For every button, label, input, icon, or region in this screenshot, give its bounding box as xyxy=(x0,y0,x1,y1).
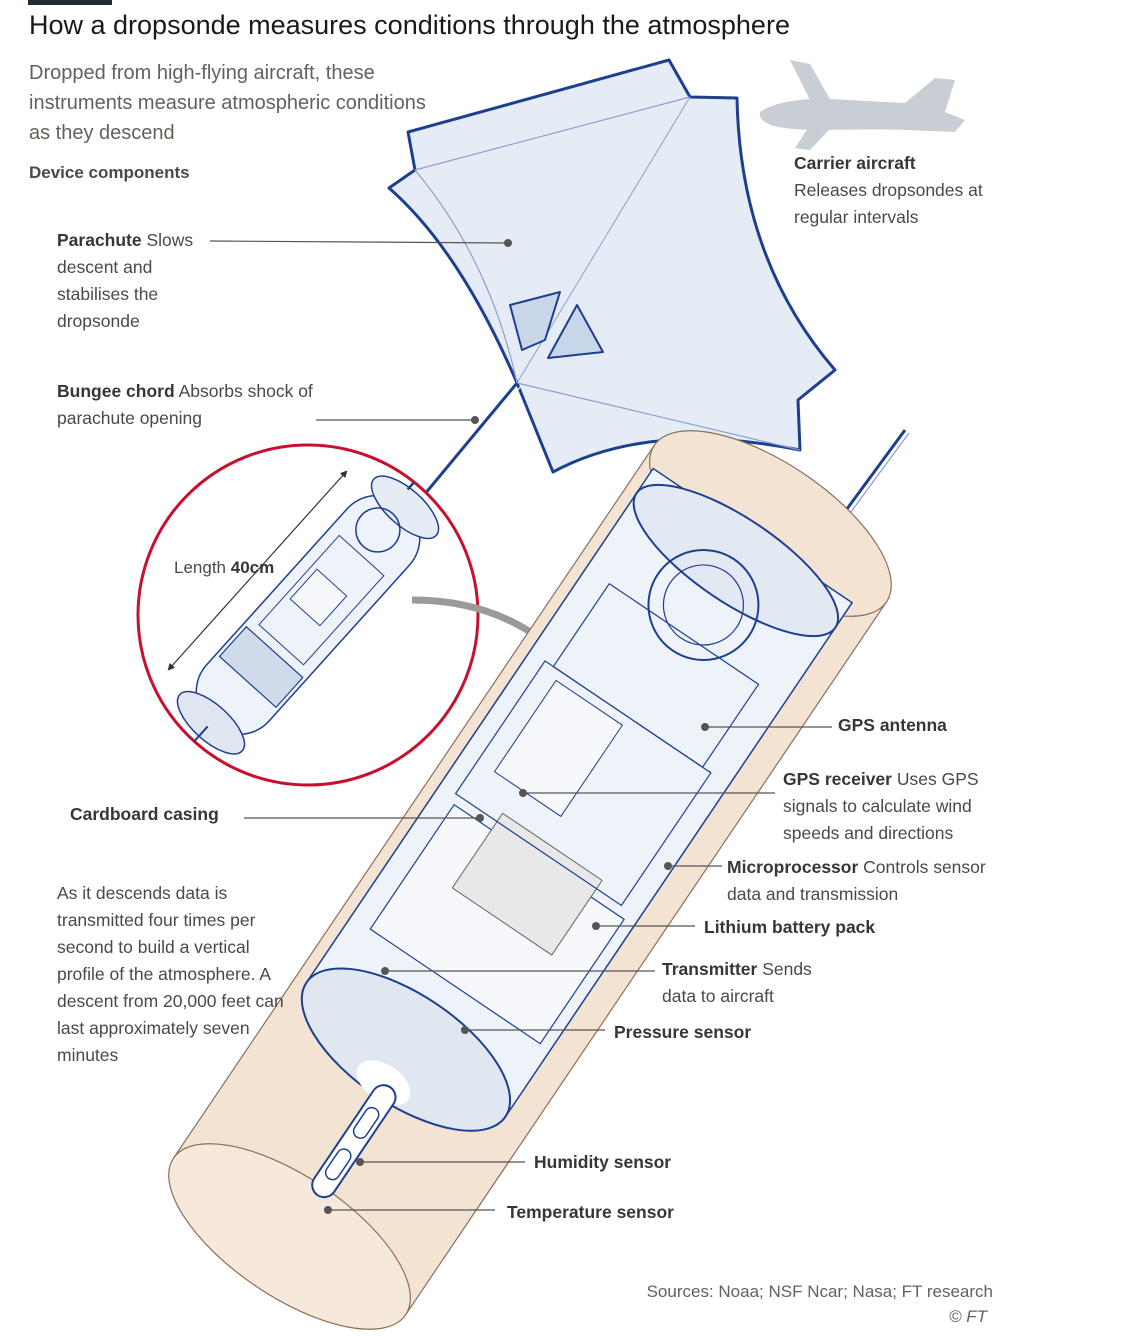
label-name: Carrier aircraft xyxy=(794,153,916,173)
length-label: Length 40cm xyxy=(174,558,274,578)
label-desc: Releases dropsondes at regular intervals xyxy=(794,180,983,227)
label-pressure: Pressure sensor xyxy=(614,1022,752,1042)
length-arrow xyxy=(167,470,348,671)
leader-lines xyxy=(209,239,832,1214)
label-desc: Absorbs shock of parachute opening xyxy=(57,381,313,428)
label-carrier-aircraft: Carrier aircraft Releases dropsondes at … xyxy=(794,150,994,231)
label-casing: Cardboard casing xyxy=(70,804,219,824)
header-accent-bar xyxy=(28,0,112,5)
label-desc: Slows descent and stabilises the dropson… xyxy=(57,230,194,331)
label-desc: Controls sensor data and transmission xyxy=(727,857,986,904)
zoom-circle xyxy=(136,443,480,787)
label-parachute: Parachute Slows descent and stabilises t… xyxy=(57,227,207,335)
label-humidity: Humidity sensor xyxy=(534,1152,672,1172)
descent-note: As it descends data is transmitted four … xyxy=(57,883,284,1065)
length-prefix: Length xyxy=(174,558,226,577)
sources: Sources: Noaa; NSF Ncar; Nasa; FT resear… xyxy=(646,1282,993,1301)
label-bungee: Bungee chord Absorbs shock of parachute … xyxy=(57,378,317,432)
label-transmitter: Transmitter Sends data to aircraft xyxy=(662,956,842,1010)
label-gps-receiver: GPS receiver Uses GPS signals to calcula… xyxy=(783,766,1003,847)
label-microprocessor: Microprocessor Controls sensor data and … xyxy=(727,854,987,908)
copyright: © FT xyxy=(949,1307,988,1326)
label-temperature: Temperature sensor xyxy=(507,1202,674,1222)
section-heading: Device components xyxy=(29,163,190,182)
label-name: Microprocessor xyxy=(727,857,859,877)
aircraft-icon xyxy=(759,60,965,150)
length-value: 40cm xyxy=(230,558,275,577)
label-name: Transmitter xyxy=(662,959,758,979)
label-name: GPS receiver xyxy=(783,769,892,789)
page-title: How a dropsonde measures conditions thro… xyxy=(29,10,790,40)
label-battery: Lithium battery pack xyxy=(704,917,876,937)
label-name: Bungee chord xyxy=(57,381,175,401)
label-desc: Sends data to aircraft xyxy=(662,959,812,1006)
page-subtitle: Dropped from high-flying aircraft, these… xyxy=(29,62,426,144)
label-name: Parachute xyxy=(57,230,142,250)
label-desc: Uses GPS signals to calculate wind speed… xyxy=(783,769,979,843)
label-gps-antenna: GPS antenna xyxy=(838,715,947,735)
